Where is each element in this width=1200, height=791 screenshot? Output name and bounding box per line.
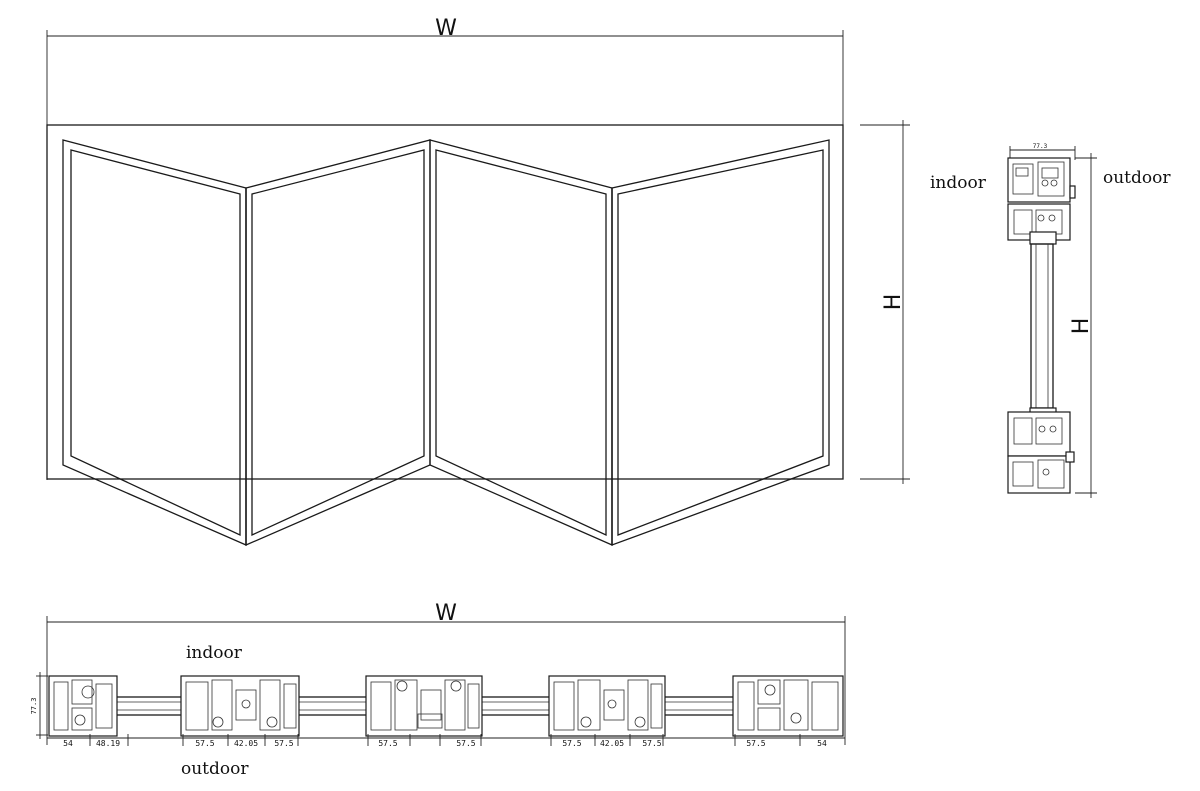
plan-profile-mullion-2 xyxy=(365,675,483,737)
plan-dim-label: 57.5 xyxy=(746,739,765,748)
section-height-label: H xyxy=(1069,318,1094,335)
plan-dim-label: 57.5 xyxy=(378,739,397,748)
section-glass xyxy=(1030,243,1054,409)
plan-indoor-label: indoor xyxy=(186,643,243,663)
plan-profile-mullion-1 xyxy=(180,675,300,737)
sill-profile xyxy=(1007,407,1075,494)
plan-dim-label: 57.5 xyxy=(456,739,475,748)
height-dimension: H xyxy=(860,120,910,484)
opening-outline xyxy=(46,124,844,480)
plan-dim-label: 42.05 xyxy=(600,739,624,748)
plan-profile-left-jamb xyxy=(48,675,118,737)
plan-depth-label: 77.3 xyxy=(30,698,38,715)
vertical-section: 77.3 indoor outdoor H xyxy=(930,143,1171,498)
panel-4 xyxy=(611,139,830,546)
plan-dim-label: 42.05 xyxy=(234,739,258,748)
plan-dim-label: 57.5 xyxy=(195,739,214,748)
plan-dimension-chain: 54 48.19 57.5 42.05 57.5 57.5 57.5 57.5 … xyxy=(47,734,845,748)
front-elevation: W H xyxy=(46,16,910,546)
panel-3 xyxy=(429,139,613,546)
plan-dim-label: 57.5 xyxy=(642,739,661,748)
width-label: W xyxy=(435,16,457,41)
plan-dim-label: 57.5 xyxy=(562,739,581,748)
plan-profile-mullion-3 xyxy=(548,675,666,737)
section-indoor-label: indoor xyxy=(930,173,987,193)
plan-dim-label: 48.19 xyxy=(96,739,120,748)
plan-dim-label: 57.5 xyxy=(274,739,293,748)
plan-dim-label: 54 xyxy=(63,739,73,748)
panel-1 xyxy=(62,139,247,546)
section-top-dim: 77.3 xyxy=(1033,143,1048,150)
plan-section: W indoor outdoor 77.3 xyxy=(30,601,846,779)
height-label: H xyxy=(881,294,906,311)
panel-2 xyxy=(245,139,431,546)
plan-outdoor-label: outdoor xyxy=(181,759,249,779)
plan-width-label: W xyxy=(435,601,457,626)
head-profile xyxy=(1007,157,1076,245)
section-outdoor-label: outdoor xyxy=(1103,168,1171,188)
plan-profile-right-jamb xyxy=(732,675,844,737)
width-dimension: W xyxy=(46,16,844,480)
plan-dim-label: 54 xyxy=(817,739,827,748)
